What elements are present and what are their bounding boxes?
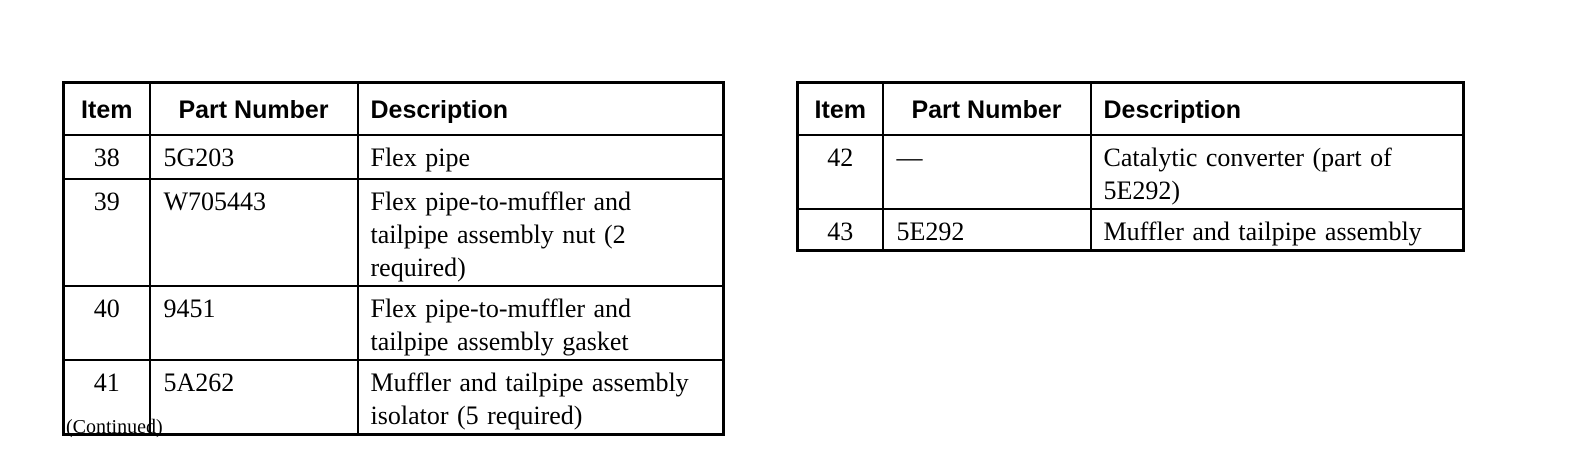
item-cell: 40 [62,285,151,361]
description-cell: Flex pipe-to-muffler and tailpipe assemb… [356,285,725,361]
header-row: Item Part Number Description [796,81,1465,136]
column-header-description: Description [1089,81,1465,136]
continued-note: (Continued) [66,416,163,438]
item-cell: 39 [62,178,151,287]
column-header-part-number: Part Number [148,81,359,136]
part-number-cell: W705443 [148,178,359,287]
column-header-part-number: Part Number [881,81,1092,136]
item-cell: 42 [796,134,884,210]
column-header-description: Description [356,81,725,136]
column-header-item: Item [796,81,884,136]
table-row: 41 5A262 Muffler and tailpipe assembly i… [62,359,725,436]
item-cell: 38 [62,134,151,180]
column-header-item: Item [62,81,151,136]
description-cell: Muffler and tailpipe assembly isolator (… [356,359,725,436]
item-cell: 41 [62,359,151,436]
table-row: 40 9451 Flex pipe-to-muffler and tailpip… [62,285,725,361]
table-row: 42 — Catalytic converter (part of 5E292) [796,134,1465,210]
parts-table-right: Item Part Number Description 42 — Cataly… [796,81,1465,252]
part-number-cell: 5G203 [148,134,359,180]
parts-table-left: Item Part Number Description 38 5G203 Fl… [62,81,725,436]
description-cell: Flex pipe-to-muffler and tailpipe assemb… [356,178,725,287]
table-row: 38 5G203 Flex pipe [62,134,725,180]
description-cell: Catalytic converter (part of 5E292) [1089,134,1465,210]
part-number-cell: 5A262 [148,359,359,436]
part-number-cell: 9451 [148,285,359,361]
part-number-cell: — [881,134,1092,210]
item-cell: 43 [796,208,884,252]
header-row: Item Part Number Description [62,81,725,136]
table-row: 43 5E292 Muffler and tailpipe assembly [796,208,1465,252]
description-cell: Muffler and tailpipe assembly [1089,208,1465,252]
description-cell: Flex pipe [356,134,725,180]
table-row: 39 W705443 Flex pipe-to-muffler and tail… [62,178,725,287]
part-number-cell: 5E292 [881,208,1092,252]
